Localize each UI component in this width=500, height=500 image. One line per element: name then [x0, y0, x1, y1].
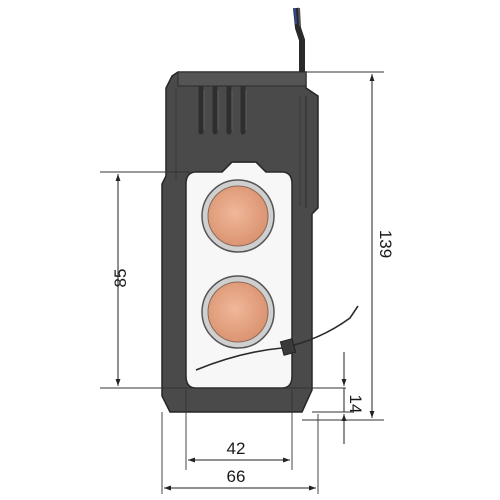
- dimension-base-offset: 14: [341, 352, 365, 444]
- dimension-label-overall-height: 139: [376, 230, 395, 258]
- conductor-lower: [201, 275, 275, 349]
- dimension-window-width: 42: [188, 439, 290, 463]
- dimension-overall-height: 139: [369, 74, 395, 418]
- dimension-label-overall-width: 66: [227, 467, 246, 486]
- cable-tie: [195, 305, 359, 371]
- dimension-label-window-height: 85: [111, 269, 130, 288]
- housing-ribs: [198, 85, 246, 135]
- conductor-upper: [201, 179, 275, 253]
- dimension-label-window-width: 42: [227, 439, 246, 458]
- dimension-label-base-offset: 14: [346, 395, 365, 414]
- dimension-window-height: 85: [111, 174, 130, 386]
- cable: [293, 7, 305, 78]
- dimension-overall-width: 66: [164, 467, 316, 491]
